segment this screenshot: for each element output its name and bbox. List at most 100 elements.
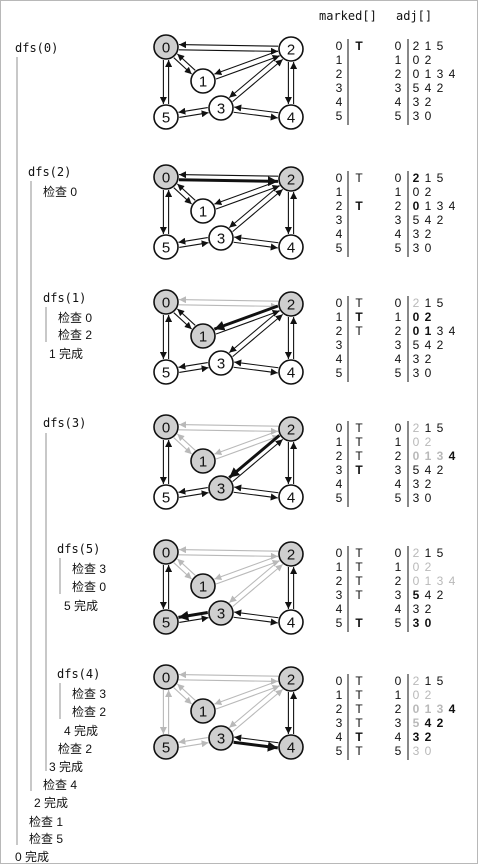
- adj-entry: 2: [425, 310, 432, 324]
- vertex-label: 0: [162, 40, 170, 57]
- adj-entry: 3: [413, 227, 420, 241]
- trace-line: 2 完成: [34, 796, 69, 810]
- trace-line: 检查 0: [43, 185, 78, 199]
- vertex-label: 5: [162, 240, 170, 257]
- graph-edge: [232, 58, 284, 103]
- adj-entry: 0: [413, 688, 420, 702]
- row-index: 3: [395, 81, 402, 95]
- graph-edge: [179, 365, 209, 374]
- graph-edge: [178, 427, 278, 435]
- adj-entry: 1: [425, 574, 432, 588]
- trace-line: dfs(2): [28, 165, 72, 179]
- recursion-bracket: [59, 558, 61, 594]
- adj-entry: 2: [425, 435, 432, 449]
- row-index: 0: [395, 421, 402, 435]
- adj-entry: 3: [437, 67, 444, 81]
- graph-edge: [213, 304, 279, 331]
- graph-edge: [228, 684, 280, 729]
- row-index: 2: [395, 324, 402, 338]
- trace-line: 检查 0: [58, 311, 93, 325]
- adj-entry: 5: [413, 338, 420, 352]
- adj-entry: 5: [437, 39, 444, 53]
- row-index: 0: [336, 39, 343, 53]
- graph-vertex: [208, 600, 234, 626]
- graph-edge: [178, 106, 208, 115]
- graph-edge: [179, 421, 279, 429]
- vertex-label: 2: [287, 422, 295, 439]
- adj-entry: 2: [413, 546, 420, 560]
- vertex-label: 1: [199, 329, 207, 346]
- adj-entry: 0: [413, 324, 420, 338]
- graph-edge: [176, 53, 196, 71]
- adj-entry: 0: [413, 560, 420, 574]
- row-index: 5: [395, 616, 402, 630]
- adj-entry: 2: [413, 674, 420, 688]
- graph-edge: [228, 434, 281, 479]
- trace-line: 检查 2: [72, 705, 107, 719]
- vertex-label: 3: [217, 731, 225, 748]
- adj-entry: 0: [413, 310, 420, 324]
- graph-vertex: [190, 448, 216, 474]
- graph-edge: [179, 671, 279, 679]
- graph-vertex: [153, 539, 179, 565]
- graph-edge: [179, 490, 209, 499]
- vertex-label: 5: [162, 740, 170, 757]
- graph-edge: [228, 559, 280, 604]
- graph-vertex: [190, 68, 216, 94]
- graph-edge: [176, 433, 196, 451]
- adj-entry: 3: [413, 366, 420, 380]
- marked-header: marked[]: [319, 9, 377, 23]
- marked-value: T: [355, 324, 363, 338]
- row-index: 3: [336, 716, 343, 730]
- graph-edge: [173, 687, 193, 705]
- trace-line: 1 完成: [49, 347, 84, 361]
- adj-entry: 4: [449, 199, 456, 213]
- marked-value: T: [355, 674, 363, 688]
- marked-value: T: [355, 744, 363, 758]
- marked-value: T: [355, 39, 363, 53]
- adj-entry: 4: [449, 574, 456, 588]
- graph-vertex: [153, 234, 179, 260]
- graph-edge: [179, 296, 279, 304]
- vertex-label: 1: [199, 454, 207, 471]
- row-index: 4: [336, 602, 343, 616]
- adj-entry: 3: [413, 616, 420, 630]
- row-index: 4: [336, 227, 343, 241]
- marked-value: T: [355, 199, 363, 213]
- row-index: 0: [336, 421, 343, 435]
- graph-vertex: [278, 234, 304, 260]
- trace-line: 检查 4: [43, 778, 78, 792]
- trace-line: dfs(4): [57, 667, 101, 681]
- graph-edge: [228, 309, 280, 354]
- adj-entry: 3: [413, 477, 420, 491]
- recursion-bracket: [16, 57, 18, 845]
- graph-edge: [173, 187, 193, 205]
- row-index: 1: [395, 560, 402, 574]
- graph-edge: [233, 491, 278, 501]
- adj-entry: 3: [413, 602, 420, 616]
- graph-edge: [233, 111, 278, 121]
- graph-vertex: [190, 323, 216, 349]
- adj-entry: 1: [425, 296, 432, 310]
- trace-line: 检查 2: [58, 328, 93, 342]
- trace-line: 检查 1: [29, 815, 64, 829]
- adj-entry: 2: [425, 688, 432, 702]
- vertex-label: 4: [287, 240, 295, 257]
- trace-line: 5 完成: [64, 599, 99, 613]
- adj-entry: 1: [425, 449, 432, 463]
- row-index: 3: [395, 463, 402, 477]
- graph-edge: [233, 616, 278, 626]
- trace-line: dfs(5): [57, 542, 101, 556]
- recursion-bracket: [59, 683, 61, 719]
- row-index: 0: [395, 39, 402, 53]
- adj-entry: 2: [425, 185, 432, 199]
- row-index: 2: [336, 67, 343, 81]
- graph-edge: [179, 615, 209, 624]
- vertex-label: 1: [199, 704, 207, 721]
- vertex-label: 2: [287, 547, 295, 564]
- row-index: 5: [336, 491, 343, 505]
- row-index: 0: [395, 546, 402, 560]
